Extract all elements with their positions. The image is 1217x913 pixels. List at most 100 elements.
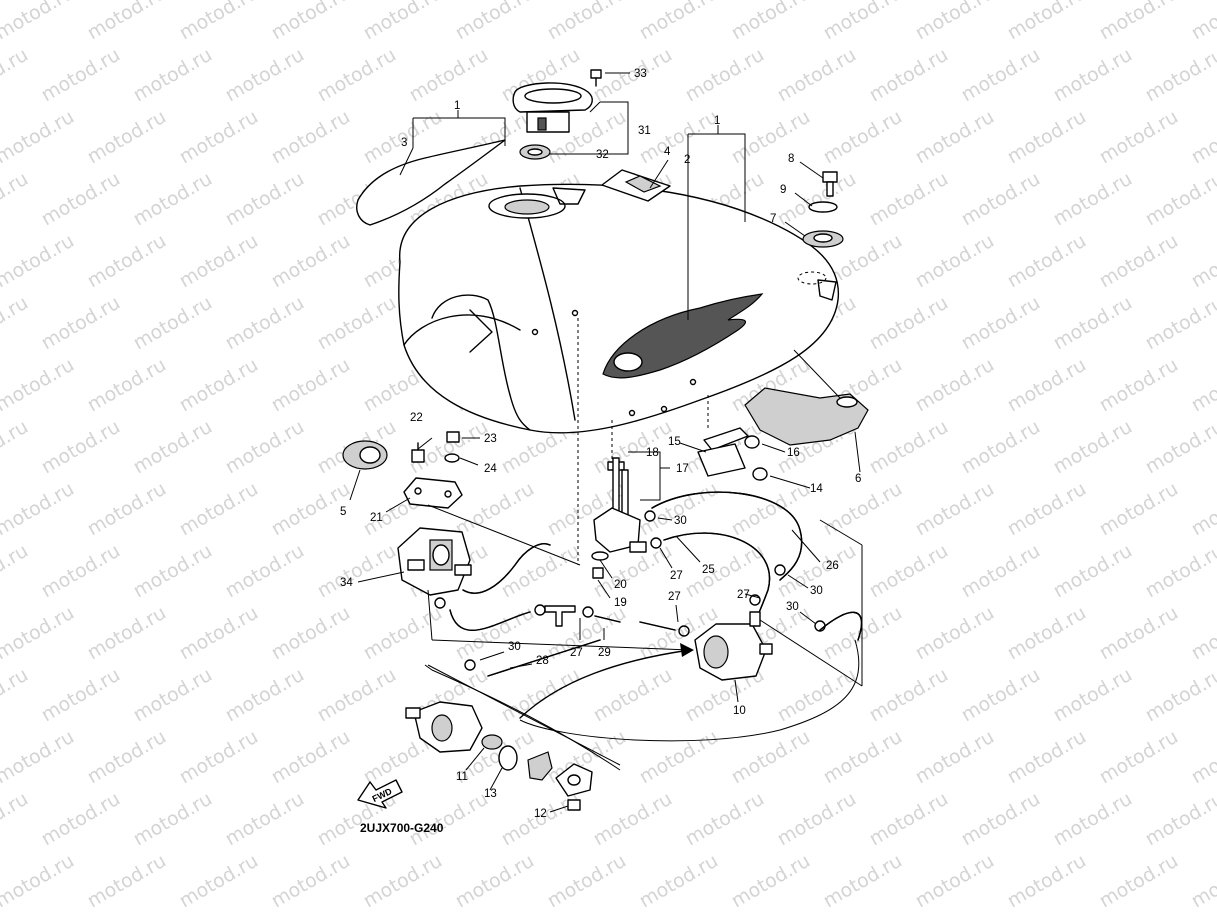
- watermark-text: motod.ru: [958, 540, 1044, 603]
- callout-23: 23: [484, 433, 497, 445]
- watermark-text: motod.ru: [222, 788, 308, 851]
- callout-18: 18: [646, 447, 659, 459]
- watermark-text: motod.ru: [728, 850, 814, 913]
- watermark-text: motod.ru: [1050, 664, 1136, 727]
- watermark-text: motod.ru: [1096, 478, 1182, 541]
- watermark-text: motod.ru: [38, 292, 124, 355]
- watermark-text: motod.ru: [222, 664, 308, 727]
- watermark-text: motod.ru: [728, 478, 814, 541]
- watermark-text: motod.ru: [1188, 850, 1217, 913]
- watermark-text: motod.ru: [38, 788, 124, 851]
- watermark-text: motod.ru: [0, 850, 78, 913]
- watermark-text: motod.ru: [130, 44, 216, 107]
- watermark-text: motod.ru: [1096, 106, 1182, 169]
- watermark-text: motod.ru: [1142, 416, 1217, 479]
- watermark-text: motod.ru: [958, 44, 1044, 107]
- watermark-text: motod.ru: [0, 540, 32, 603]
- watermark-text: motod.ru: [820, 0, 906, 44]
- fuel-valve: [591, 457, 647, 579]
- callout-8: 8: [788, 153, 794, 165]
- watermark-text: motod.ru: [84, 478, 170, 541]
- side-brackets: [697, 427, 768, 481]
- watermark-text: motod.ru: [176, 602, 262, 665]
- callout-27: 27: [737, 589, 750, 601]
- watermark-text: motod.ru: [176, 478, 262, 541]
- watermark-text: motod.ru: [130, 292, 216, 355]
- watermark-text: motod.ru: [314, 540, 400, 603]
- watermark-text: motod.ru: [1004, 726, 1090, 789]
- watermark-text: motod.ru: [544, 0, 630, 44]
- tank-decal: [356, 139, 506, 226]
- watermark-text: motod.ru: [38, 168, 124, 231]
- watermark-text: motod.ru: [1096, 354, 1182, 417]
- callout-31: 31: [638, 125, 651, 137]
- callout-30: 30: [786, 601, 799, 613]
- watermark-text: motod.ru: [1050, 292, 1136, 355]
- callout-13: 13: [484, 788, 497, 800]
- watermark-text: motod.ru: [590, 664, 676, 727]
- watermark-text: motod.ru: [1096, 850, 1182, 913]
- watermark-text: motod.ru: [636, 478, 722, 541]
- watermark-text: motod.ru: [1004, 0, 1090, 44]
- watermark-text: motod.ru: [590, 788, 676, 851]
- watermark-text: motod.ru: [1142, 664, 1217, 727]
- watermark-text: motod.ru: [1096, 0, 1182, 44]
- watermark-text: motod.ru: [912, 0, 998, 44]
- watermark-text: motod.ru: [728, 0, 814, 44]
- callout-17: 17: [676, 463, 689, 475]
- watermark-text: motod.ru: [0, 416, 32, 479]
- watermark-text: motod.ru: [0, 726, 78, 789]
- callout-32: 32: [596, 149, 609, 161]
- watermark-text: motod.ru: [176, 726, 262, 789]
- watermark-text: motod.ru: [130, 788, 216, 851]
- watermark-text: motod.ru: [912, 230, 998, 293]
- callout-6: 6: [855, 473, 861, 485]
- watermark-text: motod.ru: [176, 230, 262, 293]
- watermark-text: motod.ru: [406, 788, 492, 851]
- watermark-text: motod.ru: [268, 230, 354, 293]
- watermark-text: motod.ru: [130, 664, 216, 727]
- callout-7: 7: [770, 213, 776, 225]
- watermark-text: motod.ru: [774, 168, 860, 231]
- watermark-text: motod.ru: [636, 0, 722, 44]
- watermark-text: motod.ru: [0, 292, 32, 355]
- fuel-cap-assembly: [512, 69, 602, 160]
- fuel-tank: [398, 183, 840, 434]
- watermark-text: motod.ru: [0, 230, 78, 293]
- hose-clips: [434, 510, 826, 671]
- watermark-text: motod.ru: [1004, 602, 1090, 665]
- watermark-text: motod.ru: [268, 726, 354, 789]
- watermark-text: motod.ru: [360, 602, 446, 665]
- watermark-text: motod.ru: [0, 788, 32, 851]
- callout-numbers: 1 3 33 31 32 1 2 4 8 9 7 22 23 24 18 17 …: [340, 68, 861, 820]
- callout-28: 28: [536, 655, 549, 667]
- callout-34: 34: [340, 577, 353, 589]
- watermark-text: motod.ru: [682, 788, 768, 851]
- watermark-text: motod.ru: [1142, 44, 1217, 107]
- watermark-text: motod.ru: [1050, 44, 1136, 107]
- watermark-text: motod.ru: [820, 478, 906, 541]
- watermark-text: motod.ru: [636, 726, 722, 789]
- watermark-text: motod.ru: [0, 602, 78, 665]
- watermark-text: motod.ru: [820, 106, 906, 169]
- caution-label: [601, 169, 671, 202]
- watermark-text: motod.ru: [268, 850, 354, 913]
- watermark-text: motod.ru: [1142, 788, 1217, 851]
- callout-4: 4: [664, 146, 671, 158]
- callout-10: 10: [733, 705, 746, 717]
- watermark-text: motod.ru: [1188, 0, 1217, 44]
- callout-30: 30: [674, 515, 687, 527]
- watermark-text: motod.ru: [84, 602, 170, 665]
- watermark-text: motod.ru: [0, 664, 32, 727]
- watermark-text: motod.ru: [84, 726, 170, 789]
- watermark-text: motod.ru: [912, 354, 998, 417]
- watermark-text: motod.ru: [866, 168, 952, 231]
- watermark-text: motod.ru: [820, 726, 906, 789]
- watermark-text: motod.ru: [84, 0, 170, 44]
- watermark-text: motod.ru: [84, 354, 170, 417]
- watermark-text: motod.ru: [406, 44, 492, 107]
- watermark-text: motod.ru: [958, 168, 1044, 231]
- watermark-text: motod.ru: [1188, 726, 1217, 789]
- watermark-text: motod.ru: [222, 540, 308, 603]
